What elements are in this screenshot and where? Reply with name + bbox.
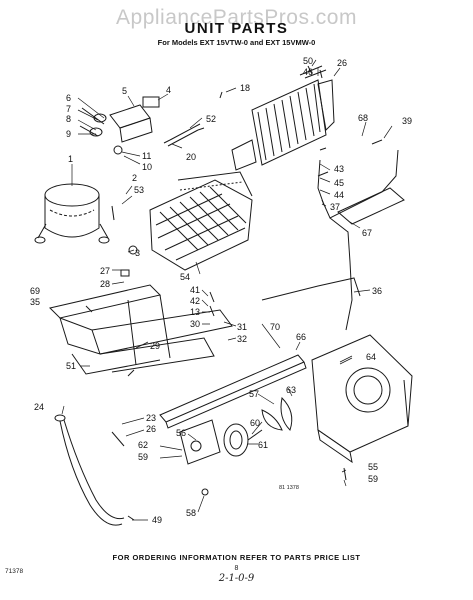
- callout-9: 9: [66, 129, 71, 139]
- callout-57: 57: [249, 389, 259, 399]
- callout-55: 55: [368, 462, 378, 472]
- callout-26: 26: [337, 58, 347, 68]
- callout-6: 6: [66, 93, 71, 103]
- handwritten-note: 2-1-0-9: [218, 573, 255, 584]
- relay-assembly: [79, 96, 160, 155]
- page-number: 8: [234, 565, 239, 572]
- watermark: AppliancePartsPros.com: [116, 6, 357, 29]
- callout-23: 23: [146, 413, 156, 423]
- callout-51: 51: [66, 361, 76, 371]
- callout-1: 1: [68, 154, 73, 164]
- power-cord: [54, 414, 125, 526]
- callout-67: 67: [362, 228, 372, 238]
- callout-29: 29: [150, 341, 160, 351]
- callout-11: 11: [142, 151, 151, 161]
- callout-49: 49: [152, 515, 162, 525]
- callout-2: 2: [132, 173, 137, 183]
- callout-58: 58: [186, 508, 196, 518]
- callout-27: 27: [100, 266, 110, 276]
- figure-code: 71378: [5, 568, 24, 575]
- condenser-coil: [231, 65, 335, 171]
- callout-24: 24: [34, 402, 44, 412]
- callout-13: 13: [190, 307, 200, 317]
- ordering-info-footer: FOR ORDERING INFORMATION REFER TO PARTS …: [112, 553, 361, 562]
- fan-motor-assembly: [179, 396, 293, 465]
- callout-4: 4: [166, 85, 171, 95]
- callout-68: 68: [358, 113, 368, 123]
- callout-26b: 26: [146, 424, 156, 434]
- callout-62: 62: [138, 440, 148, 450]
- callout-59a: 59: [138, 452, 148, 462]
- callout-39: 39: [402, 116, 412, 126]
- callout-50: 50: [303, 56, 313, 66]
- mounting-rail: [159, 354, 307, 429]
- callout-7: 7: [66, 104, 71, 114]
- callout-66: 66: [296, 332, 306, 342]
- callout-31: 31: [237, 322, 247, 332]
- callout-64: 64: [366, 352, 376, 362]
- small-hardware: [85, 65, 383, 521]
- callout-59b: 59: [368, 474, 378, 484]
- callout-54: 54: [180, 272, 190, 282]
- callout-8: 8: [66, 114, 71, 124]
- callout-70: 70: [270, 322, 280, 332]
- callout-41: 41: [190, 285, 200, 295]
- callout-5: 5: [122, 86, 127, 96]
- callout-36: 36: [372, 286, 382, 296]
- callout-18: 18: [240, 83, 250, 93]
- callout-63: 63: [286, 385, 296, 395]
- callout-labels: 50 46 26 18 5 4 6 7 8 9 52 68 39 11 10 2…: [30, 56, 412, 525]
- drawing-code: 81 1378: [279, 485, 299, 491]
- callout-46: 46: [303, 67, 313, 77]
- drier: [163, 123, 205, 147]
- callout-10: 10: [142, 162, 152, 172]
- callout-30: 30: [190, 319, 200, 329]
- compressor: [34, 183, 110, 244]
- callout-28: 28: [100, 279, 110, 289]
- callout-44: 44: [334, 190, 344, 200]
- callout-42: 42: [190, 296, 200, 306]
- evaporator-coil: [149, 171, 253, 271]
- fan-shroud: [311, 334, 413, 464]
- callout-56: 56: [176, 428, 186, 438]
- unit-base-frame: [49, 284, 233, 375]
- callout-43: 43: [334, 164, 344, 174]
- models-subtitle: For Models EXT 15VTW-0 and EXT 15VMW-0: [157, 38, 316, 47]
- callout-32: 32: [237, 334, 247, 344]
- callout-3: 3: [135, 248, 140, 258]
- leader-lines: [61, 59, 393, 521]
- callout-35: 35: [30, 297, 40, 307]
- callout-69: 69: [30, 286, 40, 296]
- refrigerant-tubing: [261, 149, 405, 331]
- callout-60: 60: [250, 418, 260, 428]
- callout-45: 45: [334, 178, 344, 188]
- callout-61: 61: [258, 440, 268, 450]
- callout-52: 52: [206, 114, 216, 124]
- callout-20: 20: [186, 152, 196, 162]
- page-title: UNIT PARTS: [184, 20, 289, 37]
- callout-53: 53: [134, 185, 144, 195]
- callout-37: 37: [330, 202, 340, 212]
